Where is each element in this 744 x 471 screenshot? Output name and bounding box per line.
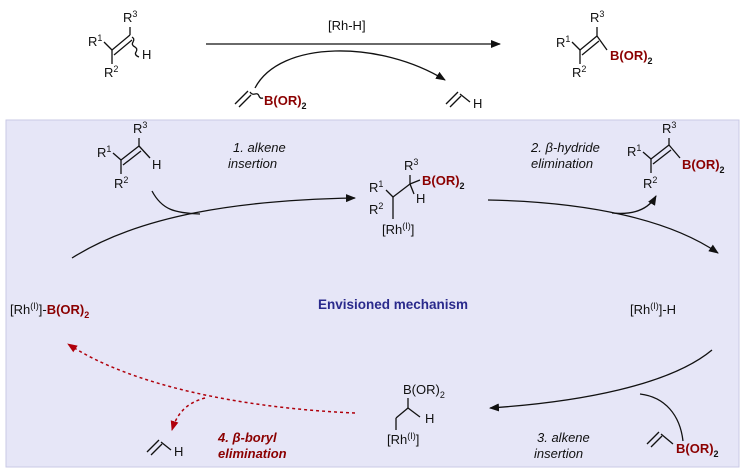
cycle-title: Envisioned mechanism [318,297,468,312]
cycle-product-out: R1 R3 B(OR)2 R2 [627,120,725,191]
cycle-arc-1 [71,194,356,259]
mechanism-panel [5,119,740,468]
cycle-arc-3 [489,349,713,412]
int1-h: H [416,191,425,206]
product-r3: R3 [590,9,604,25]
alkene-in-r2: R2 [114,175,128,191]
product-r1: R1 [556,34,570,50]
int2-h: H [425,411,434,426]
product-out-r2: R2 [643,175,657,191]
product-out-arrow [611,195,657,215]
alkene-in-r1: R1 [97,144,111,160]
ethylene-out-arrow [170,397,206,431]
alkene-in-r3: R3 [133,120,147,136]
top-curved-arrow [254,50,446,89]
product-r2: R2 [572,64,586,80]
reactant-alkene: R1 R3 H R2 [88,9,151,80]
reactant-r2: R2 [104,64,118,80]
cycle-arc-4-dashed [67,343,356,414]
int2-rh: [Rh(I)] [387,431,419,447]
vinylboronate-boron: B(OR)2 [676,441,719,459]
int1-rh: [Rh(I)] [382,221,414,237]
product-out-r1: R1 [627,143,641,159]
int1-boron: B(OR)2 [422,173,465,191]
top-ethylene: H [445,91,482,111]
rh-hydride-species: [Rh(I)]-H [630,301,676,317]
step4-line1: 4. β-boryl [217,430,277,445]
step3-line2: insertion [534,446,583,461]
product-boron: B(OR)2 [610,48,653,66]
step2-line1: 2. β-hydride [530,140,600,155]
top-reaction: R1 R3 H R2 [Rh-H] B(OR)2 H [88,9,653,111]
cycle-intermediate-2: B(OR)2 H [Rh(I)] [387,382,445,447]
step4-line2: elimination [218,446,287,461]
product-out-r3: R3 [662,120,676,136]
int1-r3: R3 [404,157,418,173]
int1-r1: R1 [369,179,383,195]
top-boron-label: B(OR)2 [264,93,307,111]
rh-boryl-species: [Rh(I)]-B(OR)2 [10,301,89,320]
top-ethylene-h: H [473,96,482,111]
ethylene-out-h: H [174,444,183,459]
cycle-arc-2 [487,199,719,254]
vinylboronate-in-arrow [639,393,684,442]
cycle-intermediate-1: R1 R3 B(OR)2 H R2 [Rh(I)] [369,157,465,237]
reactant-r3: R3 [123,9,137,25]
cycle-ethylene-out: H [146,439,183,459]
step1-line1: 1. alkene [233,140,286,155]
top-reagent-label: [Rh-H] [328,18,366,33]
int2-boron: B(OR)2 [403,382,445,400]
step3-line1: 3. alkene [537,430,590,445]
cycle-vinylboronate: B(OR)2 [646,431,719,459]
alkene-in-arrow [151,190,201,215]
top-product: R1 R3 B(OR)2 R2 [556,9,653,80]
reactant-h: H [142,47,151,62]
reactant-r1: R1 [88,33,102,49]
top-vinylboronate: B(OR)2 [234,90,307,111]
alkene-in-h: H [152,157,161,172]
step1-line2: insertion [228,156,277,171]
step2-line2: elimination [531,156,593,171]
cycle-alkene-in: R1 R3 H R2 [97,120,161,191]
int1-r2: R2 [369,201,383,217]
product-out-boron: B(OR)2 [682,157,725,175]
